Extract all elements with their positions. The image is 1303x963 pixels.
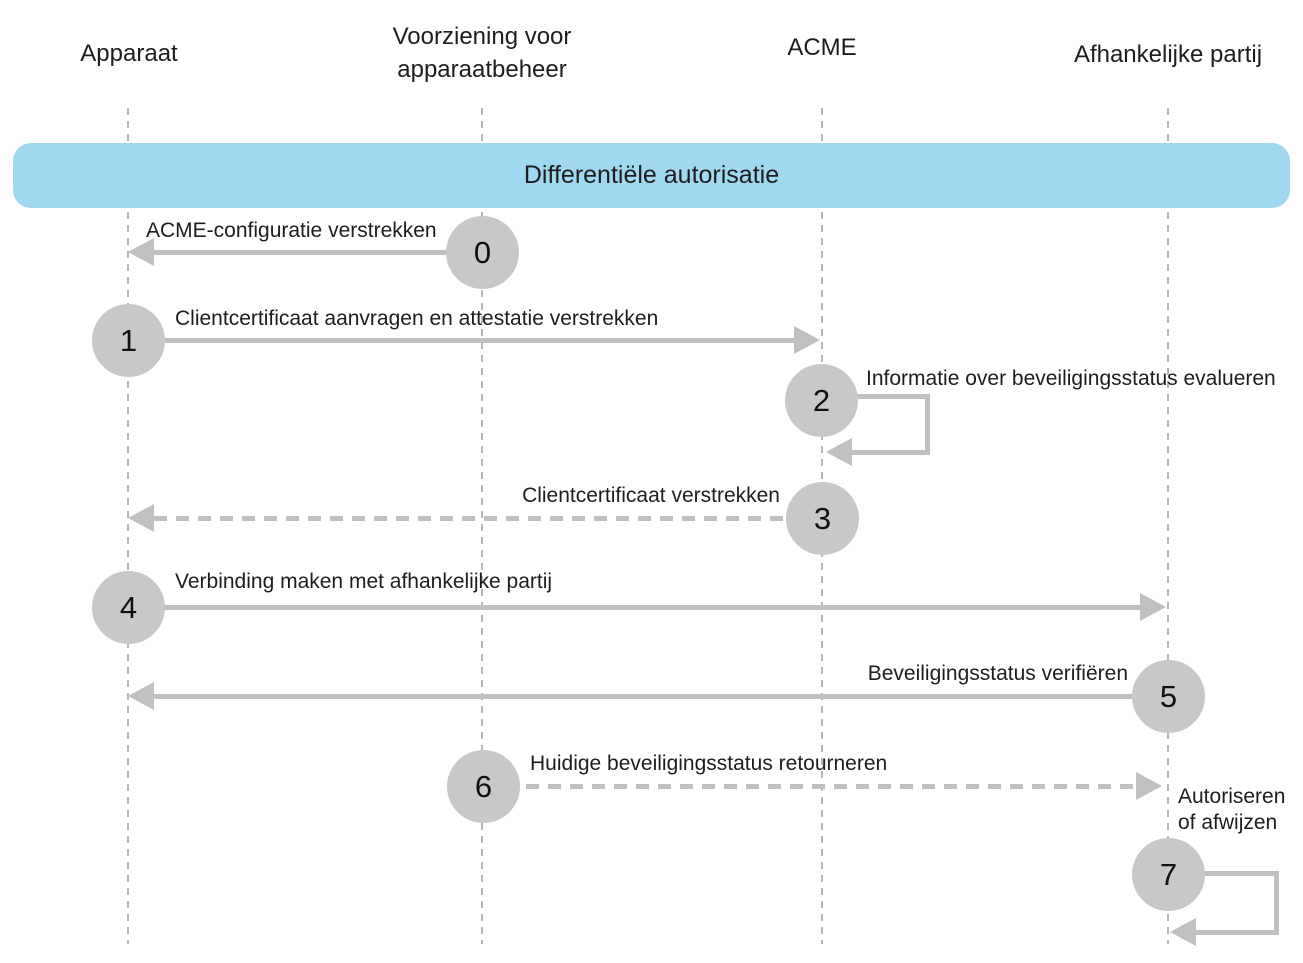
message-3-arrowhead-icon: [128, 504, 154, 532]
message-4-label: Verbinding maken met afhankelijke partij: [175, 570, 553, 593]
message-2-self-loop: [850, 394, 930, 455]
actor-voorziening: Voorziening voor apparaatbeheer: [392, 23, 572, 83]
phase-banner: Differentiële autorisatie: [13, 143, 1290, 208]
message-6-step-badge: 6: [447, 750, 520, 823]
message-0-line: [150, 250, 482, 255]
message-4-step-badge: 4: [92, 571, 165, 644]
message-2-label: Informatie over beveiligingsstatus evalu…: [866, 367, 1276, 390]
message-0-label: ACME-configuratie verstrekken: [146, 219, 437, 242]
lifeline-voorziening: [481, 108, 483, 944]
message-6-label: Huidige beveiligingsstatus retourneren: [530, 752, 888, 775]
message-5-line: [150, 694, 1168, 699]
message-2-step-badge: 2: [785, 364, 858, 437]
message-1-step-badge: 1: [92, 304, 165, 377]
message-1-label: Clientcertificaat aanvragen en attestati…: [175, 307, 659, 330]
phase-banner-title: Differentiële autorisatie: [523, 161, 780, 189]
actor-acme: ACME: [787, 34, 857, 61]
actor-apparaat: Apparaat: [80, 40, 178, 67]
message-6-line: [482, 784, 1138, 789]
message-6-arrowhead-icon: [1136, 772, 1162, 800]
message-5-arrowhead-icon: [128, 682, 154, 710]
actor-afhankelijke-partij: Afhankelijke partij: [1073, 41, 1263, 68]
message-2-arrowhead-icon: [826, 438, 852, 466]
message-4-line: [128, 605, 1142, 610]
message-7-label: Autoriseren of afwijzen: [1178, 785, 1286, 834]
message-3-line: [154, 516, 822, 521]
message-0-arrowhead-icon: [128, 238, 154, 266]
lifeline-afhankelijke-partij: [1167, 108, 1169, 944]
message-3-label: Clientcertificaat verstrekken: [522, 484, 780, 507]
message-7-arrowhead-icon: [1170, 918, 1196, 946]
message-3-step-badge: 3: [786, 482, 859, 555]
message-5-label: Beveiligingsstatus verifiëren: [867, 662, 1128, 685]
message-7-self-loop: [1196, 871, 1279, 935]
message-1-arrowhead-icon: [794, 326, 820, 354]
message-4-arrowhead-icon: [1140, 593, 1166, 621]
message-1-line: [128, 338, 796, 343]
message-7-step-badge: 7: [1132, 838, 1205, 911]
message-0-step-badge: 0: [446, 216, 519, 289]
message-5-step-badge: 5: [1132, 660, 1205, 733]
